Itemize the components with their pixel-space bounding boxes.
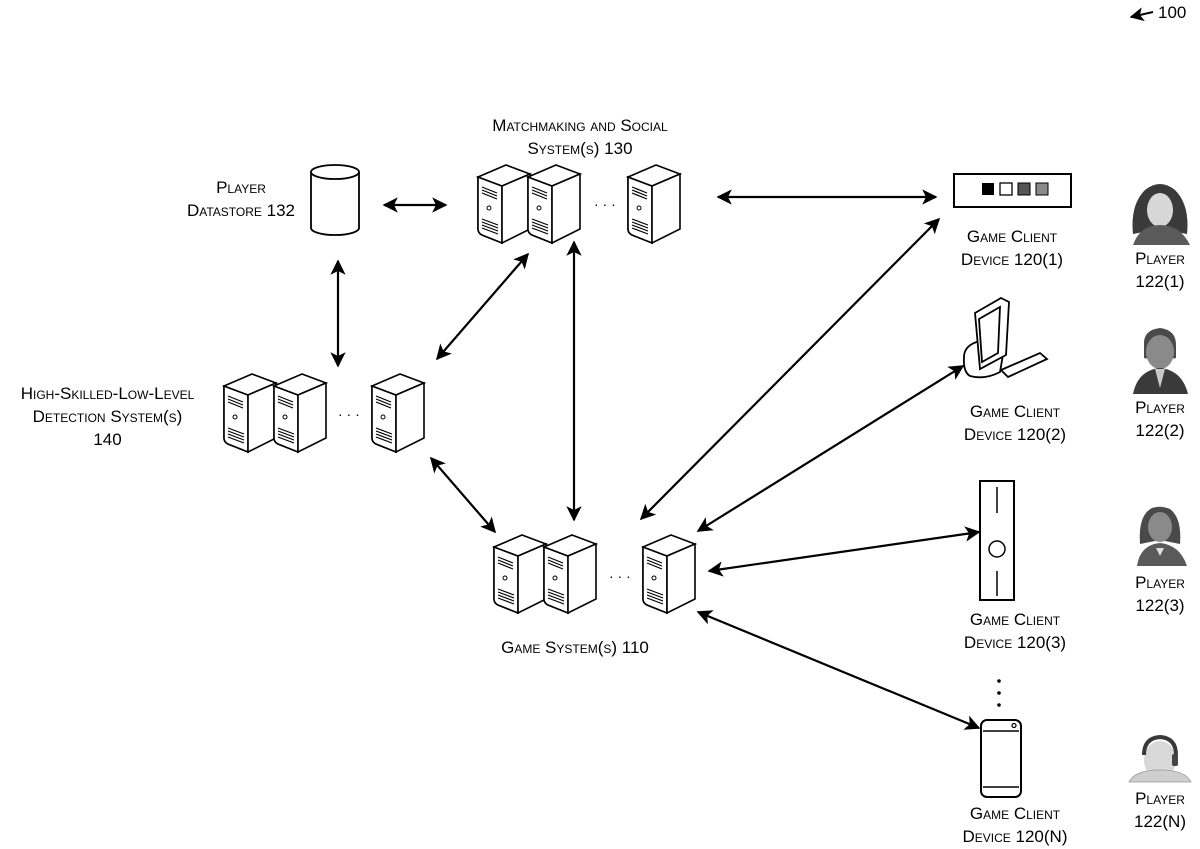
client-label-line2: Device 120(3)	[945, 631, 1085, 654]
female-player-avatar-icon	[1137, 507, 1187, 566]
game-system-label-line1: Game System(s) 110	[470, 636, 680, 659]
player-label: Player 122(N)	[1120, 787, 1200, 833]
server-icon	[224, 374, 276, 452]
server-icon	[494, 535, 546, 613]
player-label-line1: Player	[1120, 571, 1200, 594]
player-label: Player 122(3)	[1120, 571, 1200, 617]
datastore-label-line2: Datastore 132	[181, 199, 301, 222]
player-label-line1: Player	[1120, 396, 1200, 419]
player-label-line2: 122(2)	[1120, 419, 1200, 442]
game-system-ellipsis: · · ·	[609, 568, 631, 584]
reference-arrow	[1131, 12, 1153, 17]
handheld-controller-icon	[980, 481, 1014, 600]
matchmaking-system-label: Matchmaking and Social System(s) 130	[455, 114, 705, 160]
client-label-line1: Game Client	[942, 225, 1082, 248]
arrow-detection-matchmaking	[437, 254, 528, 359]
server-icon	[274, 374, 326, 452]
female-player-avatar-icon	[1133, 184, 1191, 245]
player-label-line2: 122(1)	[1120, 270, 1200, 293]
arrow-gamesystem-client2	[698, 366, 963, 531]
detection-label-line3: 140	[0, 428, 215, 451]
detection-system-label: High-Skilled-Low-Level Detection System(…	[0, 382, 215, 451]
server-icon	[544, 535, 596, 613]
game-console-icon	[954, 174, 1071, 207]
detection-server-cluster	[224, 374, 424, 452]
player-label-line2: 122(3)	[1120, 594, 1200, 617]
player-label-line1: Player	[1120, 787, 1200, 810]
matchmaking-label-line1: Matchmaking and Social	[455, 114, 705, 137]
male-player-avatar-icon	[1133, 328, 1188, 394]
more-clients-ellipsis	[997, 679, 1001, 707]
detection-label-line1: High-Skilled-Low-Level	[0, 382, 215, 405]
mobile-phone-icon	[981, 720, 1021, 797]
game-system-label: Game System(s) 110	[470, 636, 680, 659]
player-label-line2: 122(N)	[1120, 810, 1200, 833]
game-system-server-cluster	[494, 535, 695, 613]
arrow-gamesystem-clientN	[698, 612, 979, 728]
client-label-line2: Device 120(1)	[942, 248, 1082, 271]
headset-player-avatar-icon	[1129, 737, 1191, 782]
player-datastore-label: Player Datastore 132	[181, 176, 301, 222]
desktop-computer-icon	[964, 298, 1047, 377]
database-cylinder-icon	[311, 165, 359, 235]
figure-reference-number: 100	[1158, 3, 1186, 23]
matchmaking-server-cluster	[478, 165, 680, 243]
matchmaking-ellipsis: · · ·	[594, 196, 616, 212]
server-icon	[528, 165, 580, 243]
server-icon	[372, 374, 424, 452]
detection-ellipsis: · · ·	[338, 406, 360, 422]
client-device-label: Game Client Device 120(2)	[945, 400, 1085, 446]
player-label: Player 122(2)	[1120, 396, 1200, 442]
player-label-line1: Player	[1120, 247, 1200, 270]
server-icon	[628, 165, 680, 243]
arrow-gamesystem-client3	[709, 532, 979, 571]
detection-label-line2: Detection System(s)	[0, 405, 215, 428]
client-device-label: Game Client Device 120(3)	[945, 608, 1085, 654]
client-label-line1: Game Client	[945, 400, 1085, 423]
datastore-label-line1: Player	[181, 176, 301, 199]
client-label-line2: Device 120(2)	[945, 423, 1085, 446]
client-device-label: Game Client Device 120(N)	[945, 802, 1085, 848]
arrow-detection-gamesystem	[431, 458, 495, 532]
client-label-line1: Game Client	[945, 802, 1085, 825]
server-icon	[478, 165, 530, 243]
player-label: Player 122(1)	[1120, 247, 1200, 293]
matchmaking-label-line2: System(s) 130	[455, 137, 705, 160]
server-icon	[643, 535, 695, 613]
client-label-line2: Device 120(N)	[945, 825, 1085, 848]
client-label-line1: Game Client	[945, 608, 1085, 631]
client-device-label: Game Client Device 120(1)	[942, 225, 1082, 271]
